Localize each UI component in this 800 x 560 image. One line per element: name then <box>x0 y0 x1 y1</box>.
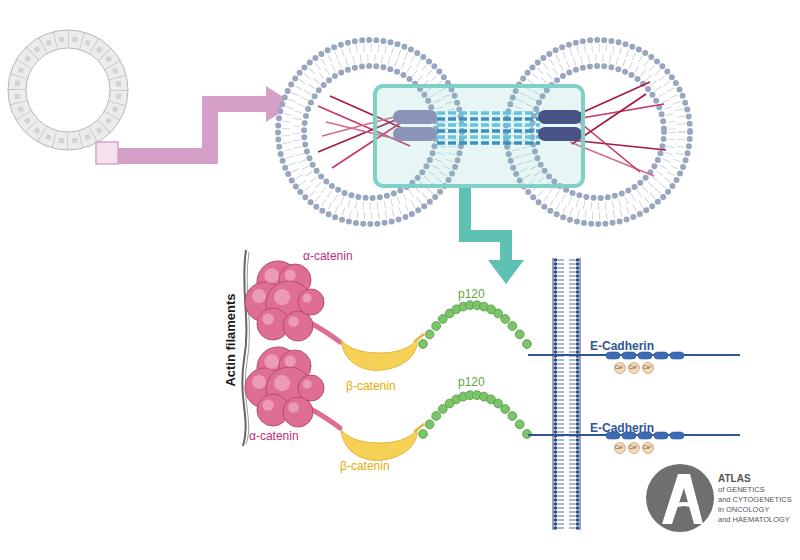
cadherin-domain <box>622 352 636 359</box>
catenin-tail <box>309 408 340 428</box>
blob-highlight <box>274 375 290 391</box>
cadherin-domain <box>654 432 668 439</box>
blob-lobe <box>283 397 313 427</box>
lipid-bilayer <box>553 258 580 530</box>
beta-catenin-crescent-shape <box>338 330 420 374</box>
ion-label: Ca²⁺ <box>642 365 654 370</box>
axis-label: Actin filaments <box>224 270 240 410</box>
p120-bead-chain-shape <box>420 300 530 350</box>
protein-label: α-catenin <box>303 250 353 262</box>
cadherin-domain <box>670 352 684 359</box>
protein-label: β-catenin <box>340 460 390 472</box>
alpha-catenin-blob-shape <box>243 342 341 434</box>
p120-bead <box>425 420 434 429</box>
cadherin-domain <box>670 432 684 439</box>
crescent-body <box>341 430 417 460</box>
blob-highlight <box>285 356 296 367</box>
logo-text: in ONCOLOGY <box>718 506 769 514</box>
zoom-square <box>96 142 118 164</box>
blob-highlight <box>263 400 274 411</box>
blob-highlight <box>252 289 266 303</box>
blob-highlight <box>264 354 279 369</box>
zoom-frame <box>375 86 583 186</box>
beta-catenin-crescent: β-catenin <box>338 330 420 374</box>
p120-bead <box>508 322 517 331</box>
p120-bead <box>419 430 428 439</box>
blob-highlight <box>264 268 279 283</box>
logo-text: of GENETICS <box>718 486 765 494</box>
p120-bead <box>501 315 510 324</box>
crescent-body <box>341 340 417 370</box>
logo-text: ATLAS <box>718 474 751 484</box>
calcium-ions <box>615 363 654 454</box>
logo-text: and CYTOGENETICS <box>718 496 792 504</box>
blob-highlight <box>288 402 299 413</box>
zoom-arrow-teal <box>465 188 524 284</box>
p120-bead <box>515 420 524 429</box>
blob-highlight <box>288 316 299 327</box>
blob-highlight <box>303 294 312 303</box>
ion-label: Ca²⁺ <box>628 445 640 450</box>
logo-text: and HAEMATOLOGY <box>718 516 790 524</box>
p120-bead-chain-shape <box>420 390 530 440</box>
ion-label: Ca²⁺ <box>628 365 640 370</box>
p120-bead <box>419 340 428 349</box>
blob-highlight <box>285 270 296 281</box>
blob-lobe <box>283 311 313 341</box>
beta-catenin-crescent: β-catenin <box>338 420 420 464</box>
beta-catenin-crescent-shape <box>338 420 420 464</box>
blob-lobe <box>298 289 324 315</box>
cadherin-domain <box>606 352 620 359</box>
blob-highlight <box>263 314 274 325</box>
p120-bead <box>515 330 524 339</box>
blob-highlight <box>303 380 312 389</box>
cadherin-domain <box>638 352 652 359</box>
alpha-catenin-blob-shape <box>243 256 341 348</box>
protein-label: β-catenin <box>346 380 396 392</box>
ion-label: Ca²⁺ <box>642 445 654 450</box>
protein-label: α-catenin <box>249 430 299 442</box>
protein-label: p120 <box>458 376 485 388</box>
protein-label: p120 <box>458 288 485 300</box>
zoom-arrow <box>118 86 294 156</box>
alpha-catenin-blob: α-catenin <box>243 256 341 348</box>
p120-bead-chain: p120 <box>420 390 530 440</box>
p120-bead <box>432 322 441 331</box>
protein-label: E-Cadherin <box>590 340 654 352</box>
alpha-catenin-blob: α-catenin <box>243 342 341 434</box>
blob-highlight <box>274 289 290 305</box>
ion-label: Ca²⁺ <box>614 365 626 370</box>
p120-bead <box>432 412 441 421</box>
atlas-logo <box>646 464 714 532</box>
catenin-tail <box>309 322 340 342</box>
p120-bead <box>425 330 434 339</box>
actin-filament <box>242 250 249 446</box>
cadherin-domain <box>654 352 668 359</box>
blob-highlight <box>252 375 266 389</box>
p120-bead <box>508 412 517 421</box>
p120-bead <box>501 405 510 414</box>
protein-label: E-Cadherin <box>590 422 654 434</box>
epithelial-cyst <box>8 30 128 150</box>
p120-bead-chain: p120 <box>420 300 530 350</box>
blob-lobe <box>298 375 324 401</box>
p120-bead <box>523 340 532 349</box>
ion-label: Ca²⁺ <box>614 445 626 450</box>
